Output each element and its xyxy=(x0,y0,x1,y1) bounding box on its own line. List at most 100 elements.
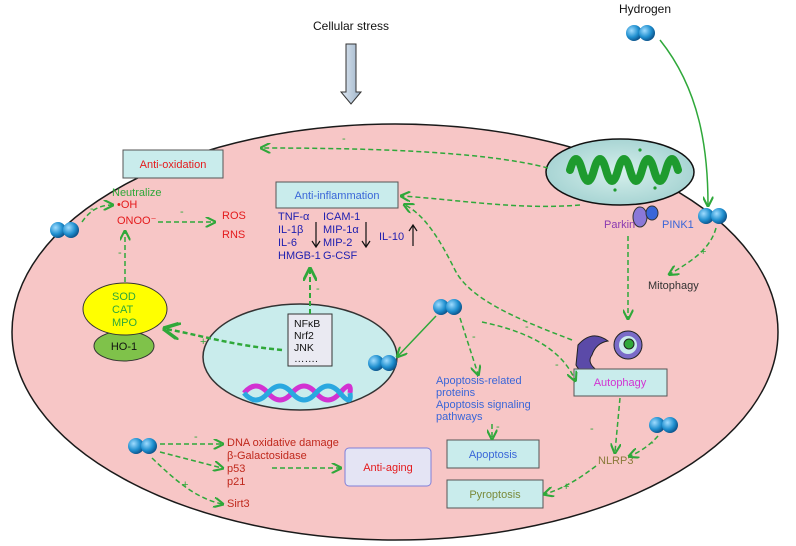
sign-label: - xyxy=(118,247,122,259)
sign-label: - xyxy=(590,423,594,435)
h2-molecule-icon xyxy=(368,355,397,371)
sign-label: - xyxy=(342,133,346,145)
sign-label: - xyxy=(90,203,94,215)
down-arrow-icon xyxy=(311,222,321,249)
h2-molecule-icon xyxy=(626,25,655,41)
apoptosis-text-line: proteins xyxy=(436,387,476,399)
sign-label: - xyxy=(555,359,559,371)
pink1-icon xyxy=(645,205,659,221)
cytokine-item: HMGB-1 xyxy=(278,250,321,262)
arrow-mito-to-antiox xyxy=(262,148,549,169)
arrow-autophagy-to-nlrp3 xyxy=(615,397,620,452)
arrow-h2-to-nlrp3 xyxy=(630,435,659,456)
autophagosome-icon xyxy=(575,330,643,374)
sign-label: + xyxy=(563,481,569,493)
nucleus-factor: NFκB xyxy=(294,318,320,330)
cat-label: CAT xyxy=(112,304,133,316)
apoptosis-label: Apoptosis xyxy=(469,449,518,461)
hydroxyl-label: •OH xyxy=(117,199,137,211)
nlrp3-label: NLRP3 xyxy=(598,455,633,467)
aging-item: p53 xyxy=(227,463,245,475)
cellular-stress-label: Cellular stress xyxy=(313,19,389,33)
il10-label: IL-10 xyxy=(379,231,404,243)
nucleus-factor: ……. xyxy=(294,353,318,365)
stress-arrow xyxy=(339,43,363,105)
arrow-h2-to-mito xyxy=(659,39,708,205)
pathway-signs: - - - - + - - - - - - - + - + + xyxy=(90,133,706,493)
arrow-h2-to-neutralize xyxy=(81,205,112,223)
arrow-pink1-to-mitophagy xyxy=(670,227,717,274)
rns-label: RNS xyxy=(222,229,245,241)
anti-oxidation-label: Anti-oxidation xyxy=(140,159,207,171)
anti-inflammation-box xyxy=(275,181,399,209)
ho1-label: HO-1 xyxy=(111,341,137,353)
arrow-h2-to-apoptosis-text xyxy=(459,317,478,374)
down-arrow-icon xyxy=(361,222,371,249)
arrow-h2-to-p53 xyxy=(159,451,222,468)
arrow-autophagy-to-antiinf xyxy=(405,205,573,341)
arrow-nlrp3-to-pyroptosis xyxy=(545,465,597,494)
h2-molecule-icon xyxy=(698,208,727,224)
sign-label: + xyxy=(182,479,188,491)
hydrogen-label: Hydrogen xyxy=(619,2,671,16)
sign-label: - xyxy=(650,437,654,449)
cytokine-item: MIP-2 xyxy=(323,237,352,249)
cytokine-item: TNF-α xyxy=(278,211,310,223)
sod-label: SOD xyxy=(112,291,136,303)
dna-helix-icon xyxy=(242,383,353,403)
aging-item: p21 xyxy=(227,476,245,488)
cytokine-item: IL-1β xyxy=(278,224,303,236)
arrow-mito-to-antiinf xyxy=(402,196,581,208)
sign-label: - xyxy=(525,321,529,333)
cytokine-item: IL-6 xyxy=(278,237,297,249)
pathway-arrows xyxy=(81,39,717,504)
sign-label: + xyxy=(700,246,706,258)
cell-membrane xyxy=(11,123,779,541)
sign-label: - xyxy=(496,421,500,433)
autophagy-label: Autophagy xyxy=(594,377,647,389)
cytokine-item: ICAM-1 xyxy=(323,211,360,223)
neutralize-label: Neutralize xyxy=(112,187,162,199)
mitochondrion-icon xyxy=(545,138,695,206)
sign-label: - xyxy=(316,283,320,295)
h2-molecule-icon xyxy=(433,299,462,315)
h2-molecule-icon xyxy=(649,417,678,433)
parkin-label: Parkin xyxy=(604,219,635,231)
anti-aging-label: Anti-aging xyxy=(363,462,413,474)
arrow-nucleus-to-enzymes xyxy=(166,329,283,352)
sign-label: - xyxy=(194,431,198,443)
sign-label: + xyxy=(200,336,206,348)
anti-aging-box xyxy=(344,447,432,487)
pink1-label: PINK1 xyxy=(662,219,694,231)
enzymes-ellipse xyxy=(82,282,168,336)
aging-item: DNA oxidative damage xyxy=(227,437,339,449)
up-arrow-icon xyxy=(408,223,418,246)
mitophagy-label: Mitophagy xyxy=(648,280,699,292)
anti-oxidation-box xyxy=(122,149,224,179)
sign-label: - xyxy=(472,331,476,343)
arrow-h2-to-nucleus xyxy=(398,315,437,356)
apoptosis-text-line: Apoptosis signaling xyxy=(436,399,531,411)
apoptosis-box xyxy=(446,439,540,469)
nucleus-factor: JNK xyxy=(294,342,314,354)
ros-label: ROS xyxy=(222,210,246,222)
arrow-h2-to-sirt3 xyxy=(151,457,222,504)
h2-molecule-icon xyxy=(128,438,157,454)
anti-inflammation-label: Anti-inflammation xyxy=(295,190,380,202)
cytokine-item: MIP-1α xyxy=(323,224,359,236)
mpo-label: MPO xyxy=(112,317,138,329)
nucleus-factors-box xyxy=(287,313,333,367)
pyroptosis-box xyxy=(446,479,544,509)
pyroptosis-label: Pyroptosis xyxy=(469,489,521,501)
apoptosis-text-line: Apoptosis-related xyxy=(436,375,522,387)
h2-molecule-icon xyxy=(50,222,79,238)
aging-item: Sirt3 xyxy=(227,498,250,510)
apoptosis-text-line: pathways xyxy=(436,411,483,423)
sign-label: - xyxy=(180,206,184,218)
cytokine-item: G-CSF xyxy=(323,250,358,262)
peroxynitrite-label: ONOO⁻ xyxy=(117,215,157,227)
nucleus-factor: Nrf2 xyxy=(294,330,314,342)
cytokine-list: TNF-α IL-1β IL-6 HMGB-1 ICAM-1 MIP-1α MI… xyxy=(278,211,404,262)
aging-item: β-Galactosidase xyxy=(227,450,307,462)
